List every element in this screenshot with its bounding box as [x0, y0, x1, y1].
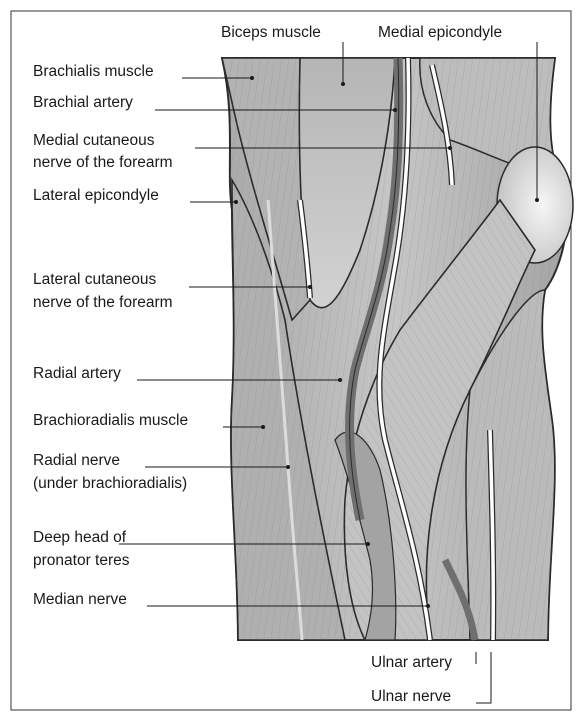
- label-lateral-cutaneous-line2: nerve of the forearm: [33, 293, 173, 313]
- label-biceps-muscle: Biceps muscle: [221, 23, 321, 43]
- label-medial-cutaneous-line2: nerve of the forearm: [33, 153, 173, 173]
- label-deep-head-line1: Deep head of: [33, 528, 126, 548]
- label-brachioradialis-muscle: Brachioradialis muscle: [33, 411, 188, 431]
- label-brachial-artery: Brachial artery: [33, 93, 133, 113]
- label-deep-head-line2: pronator teres: [33, 551, 130, 571]
- label-ulnar-artery: Ulnar artery: [371, 653, 452, 673]
- label-median-nerve: Median nerve: [33, 590, 127, 610]
- label-lateral-epicondyle: Lateral epicondyle: [33, 186, 159, 206]
- label-medial-epicondyle: Medial epicondyle: [378, 23, 502, 43]
- label-brachialis-muscle: Brachialis muscle: [33, 62, 154, 82]
- label-lateral-cutaneous-line1: Lateral cutaneous: [33, 270, 156, 290]
- label-radial-nerve-line1: Radial nerve: [33, 451, 120, 471]
- label-radial-artery: Radial artery: [33, 364, 121, 384]
- label-ulnar-nerve: Ulnar nerve: [371, 687, 451, 707]
- label-radial-nerve-line2: (under brachioradialis): [33, 474, 187, 494]
- label-medial-cutaneous-line1: Medial cutaneous: [33, 131, 155, 151]
